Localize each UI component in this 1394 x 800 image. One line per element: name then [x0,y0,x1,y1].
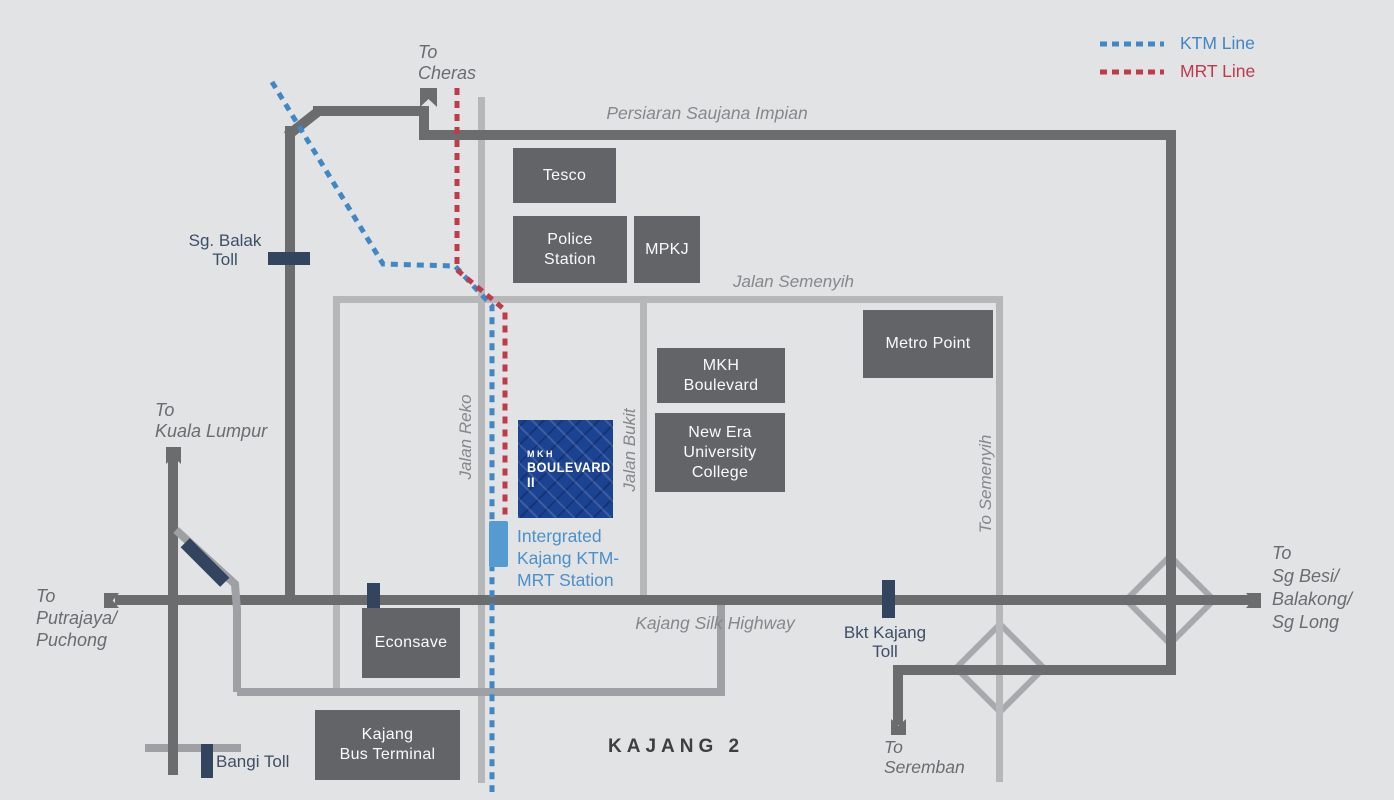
legend-ktm-label: KTM Line [1180,33,1255,53]
toll-label-bangi: Bangi Toll [216,752,290,771]
landmark-police-station: Police Station [513,216,627,283]
road-to-semenyih [996,296,1003,782]
landmark-mpkj: MPKJ [634,216,700,283]
road-loop-east [717,600,725,696]
landmark-econsave-label: Econsave [374,634,448,651]
road-jalan-reko [478,97,485,783]
direction-label-sg-besi: To Sg Besi/ Balakong/ Sg Long [1272,543,1353,632]
arrow-south-seremban-icon [891,719,906,735]
landmark-new-era-label: New Era University College [683,423,757,481]
road-label-jalan-semenyih: Jalan Semenyih [733,272,854,291]
road-main-highway [115,595,1252,605]
landmark-new-era-college: New Era University College [655,413,785,492]
landmark-mpkj-label: MPKJ [645,240,689,258]
road-label-kajang-silk: Kajang Silk Highway [635,613,795,633]
road-loop-south [237,688,725,696]
road-seremban-spur [893,665,903,725]
road-northwest-vertical [285,126,295,605]
mrt-line-swatch-icon [1100,69,1164,74]
road-label-to-semenyih: To Semenyih [976,434,995,534]
arrow-west-putrajaya-icon [104,593,119,608]
legend-row-mrt: MRT Line [1100,61,1255,82]
station-label: Intergrated Kajang KTM- MRT Station [517,526,620,590]
logo-brand: MKH [527,448,555,459]
arrow-north-cheras-icon [420,88,437,107]
toll-label-bkt-kajang: Bkt Kajang Toll [843,623,927,661]
direction-label-seremban: To Seremban [884,737,965,777]
logo-name: BOULEVARD II [527,459,611,490]
landmark-tesco: Tesco [513,148,616,203]
ktm-mrt-station-marker [489,521,508,567]
road-jalan-semenyih [336,296,1003,303]
direction-label-kuala-lumpur: To Kuala Lumpur [155,400,268,441]
road-persiaran-saujana-impian [424,130,1176,140]
road-label-jalan-reko: Jalan Reko [456,394,475,480]
landmark-metro-point: Metro Point [863,310,993,378]
direction-label-putrajaya: To Putrajaya/ Puchong [36,586,118,650]
bangi-toll-marker [201,744,213,778]
landmark-metro-point-label: Metro Point [885,335,971,352]
road-label-jalan-bukit: Jalan Bukit [620,408,639,492]
road-south-branch [893,665,1176,675]
road-block-west [333,296,340,694]
legend: KTM Line MRT Line [1100,33,1255,82]
landmark-econsave: Econsave [362,608,460,678]
area-label-kajang2: KAJANG 2 [608,736,745,757]
toll-label-sg-balak: Sg. Balak Toll [188,231,262,269]
road-label-persiaran: Persiaran Saujana Impian [606,103,808,123]
road-east-vertical [1166,130,1176,675]
road-loop-bottom [145,744,241,752]
ktm-line-swatch-icon [1100,41,1164,46]
arrow-east-sgbesi-icon [1246,593,1261,608]
legend-mrt-label: MRT Line [1180,61,1256,81]
bkt-kajang-toll-marker [882,580,895,618]
toll-marker-diagonal [180,538,230,587]
direction-label-cheras: To Cheras [418,42,477,83]
road-kuala-lumpur [168,450,178,775]
landmark-mkh-boulevard-label: MKH Boulevard [683,356,759,394]
road-jalan-bukit [640,296,647,600]
landmark-mkh-boulevard: MKH Boulevard [657,348,785,403]
arrow-north-kuala-lumpur-icon [166,447,181,464]
legend-row-ktm: KTM Line [1100,33,1255,54]
road-north-upper [313,106,428,116]
landmark-tesco-label: Tesco [542,166,587,184]
landmark-kajang-bus-terminal: Kajang Bus Terminal [315,710,460,780]
mkh-boulevard-2-logo: MKH BOULEVARD II [518,420,613,518]
landmark-police-station-label: Police Station [544,230,596,268]
landmark-kajang-bus-terminal-label: Kajang Bus Terminal [339,726,436,763]
